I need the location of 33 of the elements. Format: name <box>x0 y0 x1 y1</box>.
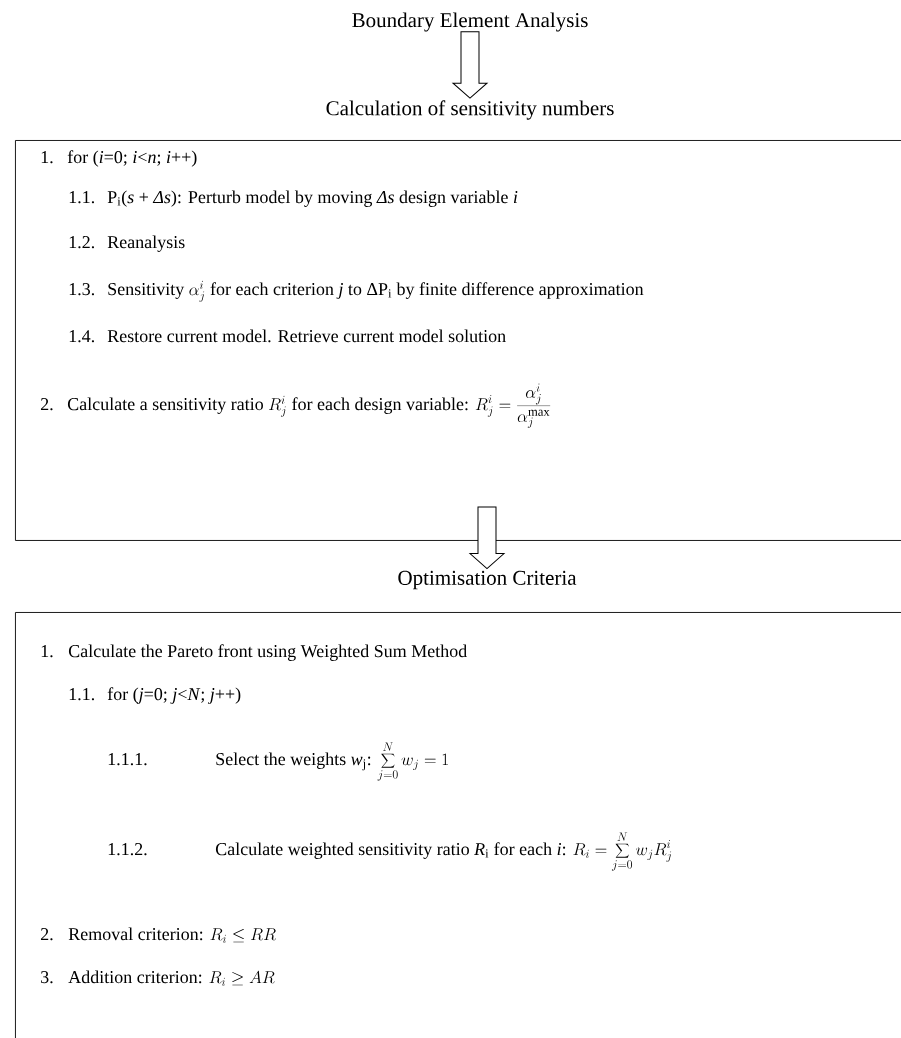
item-number: 1.1.2. <box>108 843 147 856</box>
item-number: 1.1. <box>69 191 94 204</box>
node-label: Calculate a sensitivity ratio <box>67 397 263 414</box>
list-item: Calculate the Pareto front using Weighted Sum Method <box>68 644 467 661</box>
list-item: P$_{i}$(s + Δs): Perturb model by moving Δs design variable i <box>107 190 518 207</box>
list-item: Reanalysis <box>107 235 185 252</box>
list-item: Calculate weighted sensitivity ratio R$_{i}$ for each i: $R_i = \sum_{j=0}^{N} w_j R_j^i$ <box>215 832 672 871</box>
item-number: 3. <box>41 971 53 984</box>
list-item: Restore current model. Retrieve current model solution <box>107 329 506 343</box>
item-number: 2. <box>41 928 53 941</box>
item-number: 2. <box>41 398 53 411</box>
list-item: Removal criterion: $R_i \le RR$ <box>68 927 276 943</box>
item-number: 1. <box>41 151 53 164</box>
list-item: Calculate a sensitivity ratio $R_j^i$ for each design variable: $R_j^i = \frac{\alpha_j^i}{\alpha_j^{\max}}$ <box>67 383 551 428</box>
heading: Optimisation Criteria <box>398 570 577 590</box>
node-label: for each design variable: <box>292 397 468 414</box>
item-number: 1. <box>41 645 53 658</box>
item-number: 1.2. <box>69 236 94 249</box>
node-label: $R_j^i$ <box>268 395 286 417</box>
heading: Calculation of sensitivity numbers <box>326 100 614 120</box>
block-arrow <box>452 31 488 99</box>
list-item: for (j=0; j<N; j++) <box>107 687 241 704</box>
item-number: 1.1. <box>69 688 94 701</box>
node-label: $R_j^i = \frac{\alpha_j^i}{\alpha_j^{\max}}$ <box>475 383 551 428</box>
heading: Boundary Element Analysis <box>352 12 588 32</box>
item-number: 1.4. <box>69 330 94 343</box>
item-number: 1.3. <box>69 283 94 296</box>
list-item: Addition criterion: $R_i \ge AR$ <box>68 970 275 986</box>
list-item: Sensitivity $\alpha_j^i$ for each criterionj to ΔP$_{i}$ by finite difference approximation <box>108 280 644 302</box>
list-item: Select the weights w$_{j}$: $\sum_{j=0}^{N} w_j = 1$ <box>216 742 448 781</box>
item-number: 1.1.1. <box>108 753 147 766</box>
block-arrow <box>469 506 505 570</box>
list-item: for (i=0; i<n; i++) <box>67 150 197 167</box>
